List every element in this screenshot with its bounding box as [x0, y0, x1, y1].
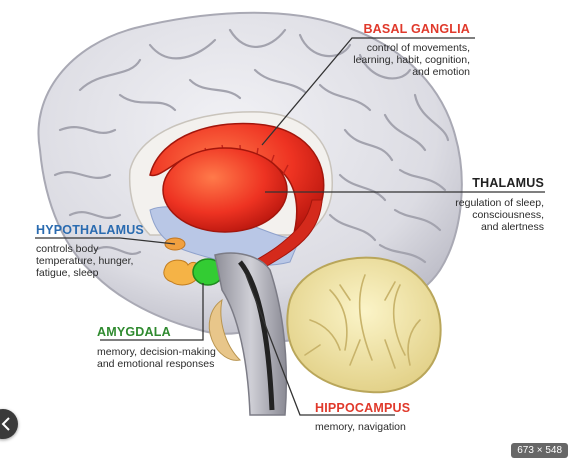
leader-lines [35, 37, 545, 416]
chevron-left-icon [1, 417, 10, 431]
basal-ganglia-description: control of movements, learning, habit, c… [353, 42, 470, 78]
amygdala-line-1: memory, decision-making [97, 346, 216, 358]
hypothalamus-line-3: fatigue, sleep [36, 267, 99, 280]
amygdala-description: memory, decision-making and emotional re… [97, 346, 216, 370]
hippocampus-label: HIPPOCAMPUS [315, 401, 410, 415]
hypothalamus-title: HYPOTHALAMUS [36, 223, 144, 237]
thalamus-line-1: regulation of sleep, [455, 197, 544, 209]
amygdala-title: AMYGDALA [97, 325, 171, 339]
basal-ganglia-line-2: learning, habit, cognition, [353, 54, 470, 67]
amygdala-line-2: and emotional responses [97, 358, 215, 371]
basal-ganglia-label: BASAL GANGLIA [363, 22, 470, 36]
thalamus-title: THALAMUS [472, 176, 544, 190]
side-nav-button[interactable] [0, 409, 18, 439]
image-size-badge: 673 × 548 [511, 443, 568, 458]
basal-ganglia-title: BASAL GANGLIA [363, 22, 470, 36]
basal-ganglia-line-1: control of movements, [366, 42, 470, 54]
hypothalamus-description: controls body temperature, hunger, fatig… [36, 243, 133, 279]
amygdala-label: AMYGDALA [97, 325, 171, 339]
hippocampus-title: HIPPOCAMPUS [315, 401, 411, 415]
thalamus-line-3: and alertness [480, 221, 544, 234]
hippocampus-line-1: memory, navigation [315, 421, 406, 433]
thalamus-description: regulation of sleep, consciousness, and … [455, 197, 544, 233]
thalamus-line-2: consciousness, [472, 209, 544, 222]
hypothalamus-line-1: controls body [36, 243, 99, 255]
basal-ganglia-line-3: and emotion [412, 66, 470, 79]
hypothalamus-line-2: temperature, hunger, [36, 255, 134, 268]
brainstem [208, 252, 288, 416]
thalamus [162, 147, 288, 233]
hypothalamus-label: HYPOTHALAMUS [36, 223, 144, 237]
thalamus-label: THALAMUS [472, 176, 544, 190]
cerebellum [286, 256, 442, 394]
hippocampus-description: memory, navigation [315, 421, 406, 433]
